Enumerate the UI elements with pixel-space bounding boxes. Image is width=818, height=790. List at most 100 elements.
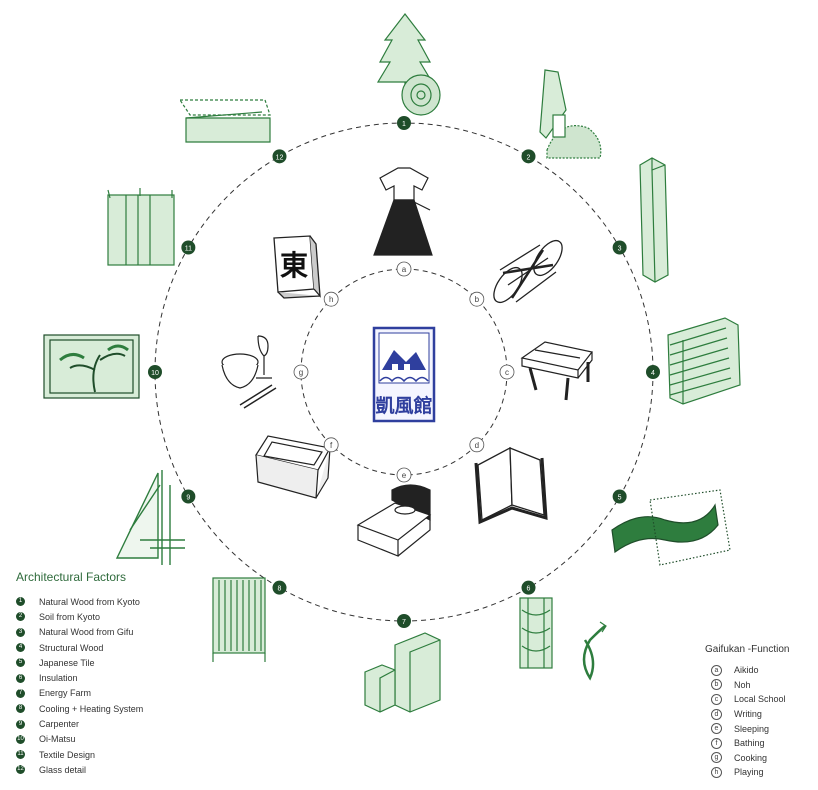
school-desk-icon xyxy=(520,341,594,401)
legend-function-letter: g xyxy=(711,752,722,764)
function-marker-c: c xyxy=(499,364,515,380)
legend-function-item: g Cooking xyxy=(705,751,790,766)
function-marker-e: e xyxy=(396,467,412,483)
legend-factor-label: Cooling + Heating System xyxy=(39,703,144,714)
legend-factor-number: 8 xyxy=(16,704,25,714)
factor-marker-6: 6 xyxy=(521,580,536,595)
legend-factor-item: 1 Natural Wood from Kyoto xyxy=(16,594,143,609)
textile-panel-icon xyxy=(107,188,175,266)
legend-factor-number: 12 xyxy=(16,765,25,775)
factor-marker-3: 3 xyxy=(612,240,627,255)
factor-marker-number: 5 xyxy=(618,495,622,502)
legend-factor-label: Carpenter xyxy=(39,719,80,730)
gaifukan-building-badge: 凱風館 xyxy=(372,326,436,423)
legend-function-item: d Writing xyxy=(705,707,790,722)
legend-factor-item: 6 Insulation xyxy=(16,670,143,685)
aikido-hakama-icon xyxy=(373,167,433,256)
legend-function-label: Bathing xyxy=(734,738,765,749)
legend-factor-label: Insulation xyxy=(39,673,78,684)
bathtub-icon xyxy=(255,435,331,499)
factor-marker-number: 11 xyxy=(185,246,192,253)
legend-factor-label: Natural Wood from Kyoto xyxy=(39,596,140,607)
legend-factor-number: 2 xyxy=(16,612,25,622)
legend-factor-number: 1 xyxy=(16,597,25,607)
insulation-wall-icon xyxy=(519,597,607,681)
legend-function-letter: b xyxy=(711,679,722,691)
factor-marker-number: 4 xyxy=(651,370,655,377)
legend-function-label: Writing xyxy=(734,709,762,720)
legend-factor-number: 9 xyxy=(16,719,25,729)
factor-marker-number: 8 xyxy=(278,586,282,593)
function-marker-b: b xyxy=(469,291,485,307)
factor-marker-number: 12 xyxy=(276,154,284,161)
legend-function-letter: c xyxy=(711,693,722,705)
factor-marker-8: 8 xyxy=(272,580,287,595)
soil-trowel-icon xyxy=(539,69,602,159)
function-marker-letter: b xyxy=(475,295,480,304)
legend-factor-number: 6 xyxy=(16,673,25,683)
legend-factor-label: Natural Wood from Gifu xyxy=(39,627,134,638)
rice-bowl-wine-icon xyxy=(221,335,277,409)
function-marker-letter: a xyxy=(402,265,407,274)
legend-function-letter: h xyxy=(711,766,722,778)
legend-factor-label: Energy Farm xyxy=(39,688,92,699)
legend-function-label: Aikido xyxy=(734,665,759,676)
legend-factor-label: Oi-Matsu xyxy=(39,734,76,745)
legend-function-label: Cooking xyxy=(734,752,768,763)
function-marker-g: g xyxy=(293,364,309,380)
roof-tile-icon xyxy=(611,489,731,566)
legend-factor-number: 5 xyxy=(16,658,25,668)
factor-marker-number: 10 xyxy=(151,370,159,377)
function-marker-letter: f xyxy=(330,441,333,450)
factor-marker-5: 5 xyxy=(612,489,627,504)
factor-marker-10: 10 xyxy=(148,365,162,379)
tree-log-icon xyxy=(376,13,441,116)
legend-factors-title: Architectural Factors xyxy=(16,570,127,584)
factor-marker-number: 9 xyxy=(186,495,190,502)
function-marker-a: a xyxy=(396,261,412,277)
legend-factor-number: 7 xyxy=(16,688,25,698)
legend-factor-item: 7 Energy Farm xyxy=(16,686,143,701)
legend-factor-number: 3 xyxy=(16,627,25,637)
stacked-beams-icon xyxy=(667,317,741,405)
legend-function-letter: d xyxy=(711,708,722,720)
function-marker-letter: d xyxy=(475,441,479,450)
legend-factor-item: 3 Natural Wood from Gifu xyxy=(16,625,143,640)
legend-function-label: Playing xyxy=(734,767,764,778)
bed-icon xyxy=(356,484,432,557)
legend-function-label: Noh xyxy=(734,679,751,690)
wood-column-icon xyxy=(639,157,669,283)
carpenter-frame-icon xyxy=(115,470,185,565)
factor-marker-11: 11 xyxy=(181,240,196,255)
legend-function-item: f Bathing xyxy=(705,736,790,751)
factor-marker-number: 7 xyxy=(402,619,406,626)
function-marker-letter: g xyxy=(299,368,303,377)
book-icon xyxy=(474,446,548,525)
center-badge-text: 凱風館 xyxy=(375,394,432,417)
factor-marker-number: 1 xyxy=(402,121,406,128)
function-marker-d: d xyxy=(469,437,485,453)
legend-factor-item: 9 Carpenter xyxy=(16,716,143,731)
factor-marker-4: 4 xyxy=(646,365,660,379)
legend-factor-item: 10 Oi-Matsu xyxy=(16,732,143,747)
function-marker-h: h xyxy=(323,291,339,307)
function-marker-f: f xyxy=(323,437,339,453)
legend-function-label: Local School xyxy=(734,694,786,705)
legend-function-letter: e xyxy=(711,723,722,735)
glass-detail-icon xyxy=(178,99,271,143)
legend-factor-number: 10 xyxy=(16,734,25,744)
oi-matsu-pine-panel-icon xyxy=(43,334,140,399)
legend-function-letter: f xyxy=(711,737,722,749)
function-marker-letter: h xyxy=(329,295,333,304)
mahjong-tile-icon: 東 xyxy=(273,235,321,299)
legend-function-item: h Playing xyxy=(705,765,790,780)
factor-marker-7: 7 xyxy=(397,614,411,628)
legend-factor-item: 8 Cooling + Heating System xyxy=(16,701,143,716)
